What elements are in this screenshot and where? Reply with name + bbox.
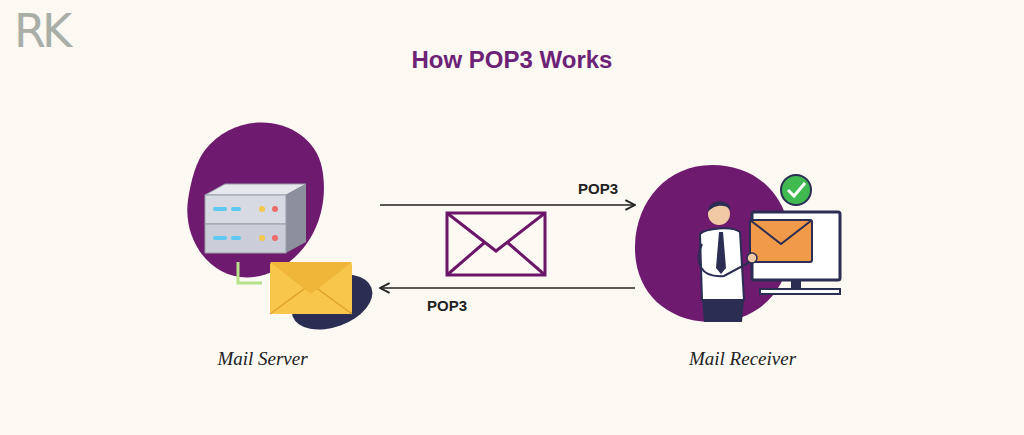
flow-arrow: [380, 287, 635, 289]
envelope-icon: [447, 213, 545, 275]
flow-arrow: [380, 204, 635, 206]
node-caption: Mail Receiver: [689, 348, 796, 370]
mail-receiver-node: Mail Receiver: [635, 118, 850, 380]
server-illustration: [187, 122, 380, 339]
protocol-label: POP3: [575, 180, 621, 197]
diagram-title: How POP3 Works: [0, 46, 1024, 74]
node-caption: Mail Server: [217, 348, 307, 370]
protocol-label: POP3: [424, 297, 470, 314]
mail-server-node: Mail Server: [175, 118, 380, 380]
receiver-illustration: [635, 165, 840, 322]
logo-text: RK: [14, 8, 68, 54]
